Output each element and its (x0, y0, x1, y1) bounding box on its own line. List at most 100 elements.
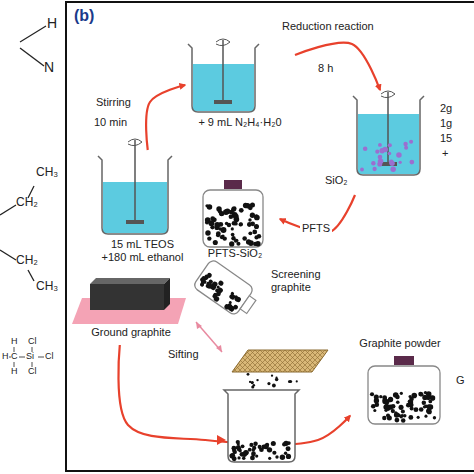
step-label: + 9 mL N₂H₄·H₂0 (198, 116, 281, 129)
note-label: + (442, 147, 448, 159)
falling-particles (247, 373, 298, 389)
particle (428, 404, 433, 409)
particle (371, 404, 376, 409)
particle (234, 222, 238, 226)
particle (272, 451, 276, 455)
particle (267, 382, 270, 385)
note-label: 8 h (318, 62, 333, 74)
particle (373, 409, 376, 412)
particle (424, 415, 427, 418)
particle (379, 395, 382, 398)
particle (384, 404, 389, 409)
particle (371, 161, 375, 165)
particle (399, 405, 404, 410)
particle (229, 241, 234, 246)
particle (271, 441, 276, 446)
particle (250, 213, 255, 218)
edge-label: Reduction reaction (280, 20, 376, 33)
graphite-block (90, 284, 164, 310)
particle (254, 235, 258, 239)
panel-label: (b) (74, 7, 94, 25)
note-label: 15 (440, 132, 452, 144)
sieve (232, 350, 328, 372)
atom-label: CH₃ (36, 166, 58, 179)
particle (363, 146, 368, 151)
process-step: 15 mL TEOS +180 mL ethanol (90, 150, 195, 268)
particle (401, 409, 405, 413)
step-label: SiO₂ (325, 174, 348, 187)
particle (394, 411, 397, 414)
particle (286, 446, 291, 451)
note-label: 2g (440, 102, 452, 114)
sieve-mesh (232, 350, 328, 372)
particle (396, 152, 402, 158)
atom-label: H (11, 367, 18, 377)
particle (282, 442, 286, 446)
particle (403, 414, 406, 417)
particle (284, 451, 288, 455)
particle (205, 204, 208, 207)
atom-label: H (2, 352, 9, 362)
particle (410, 406, 414, 410)
particle (233, 214, 238, 219)
bond (19, 357, 25, 358)
particle (420, 393, 424, 397)
stirrer-spin (216, 39, 230, 46)
particle (396, 400, 400, 404)
particle (239, 208, 244, 213)
particle (417, 416, 420, 419)
process-step: Graphite powder (350, 335, 450, 430)
particle (383, 404, 388, 409)
tilted-bottle (192, 259, 261, 321)
particle (399, 161, 402, 164)
panel-frame (66, 2, 474, 471)
particle (296, 380, 298, 382)
particle (275, 455, 278, 458)
particle (389, 161, 394, 166)
particle (247, 373, 250, 376)
particle (372, 167, 376, 171)
particle (422, 401, 426, 405)
particle (404, 146, 408, 150)
particle (253, 442, 257, 446)
particle (386, 414, 390, 418)
particle (401, 418, 406, 423)
particle (263, 444, 268, 449)
process-step: Ground graphite (75, 270, 187, 345)
particle (200, 279, 206, 285)
bottle (368, 366, 440, 424)
particle (370, 392, 374, 396)
particle (208, 220, 214, 226)
particle (213, 240, 218, 245)
particle (217, 287, 224, 294)
stirrer-spin (128, 139, 142, 146)
note-label: 1g (440, 117, 452, 129)
step-label: PFTS-SiO₂ (208, 247, 262, 260)
atom-label: H (47, 16, 57, 31)
particle (227, 223, 231, 227)
particle (409, 160, 414, 165)
particle (248, 448, 252, 452)
bottle-cap (394, 356, 414, 365)
sio2-particles (360, 140, 414, 172)
stirrer (222, 40, 224, 102)
particle (378, 155, 383, 160)
particle (236, 440, 240, 444)
particle (374, 395, 379, 400)
particle (248, 231, 252, 235)
particle (205, 230, 210, 235)
stirrer-spin (381, 91, 395, 98)
atom-label: CH₃ (36, 280, 58, 293)
particle (378, 159, 384, 165)
block-side (164, 278, 170, 310)
pfts-particles (205, 203, 261, 247)
edge-label: PFTS (300, 222, 332, 235)
note-label: 10 min (94, 116, 127, 128)
particle (395, 418, 400, 423)
process-step: SiO₂ (325, 90, 425, 195)
bottle-cap (224, 180, 242, 189)
particle (252, 453, 255, 456)
beaker (224, 390, 299, 462)
